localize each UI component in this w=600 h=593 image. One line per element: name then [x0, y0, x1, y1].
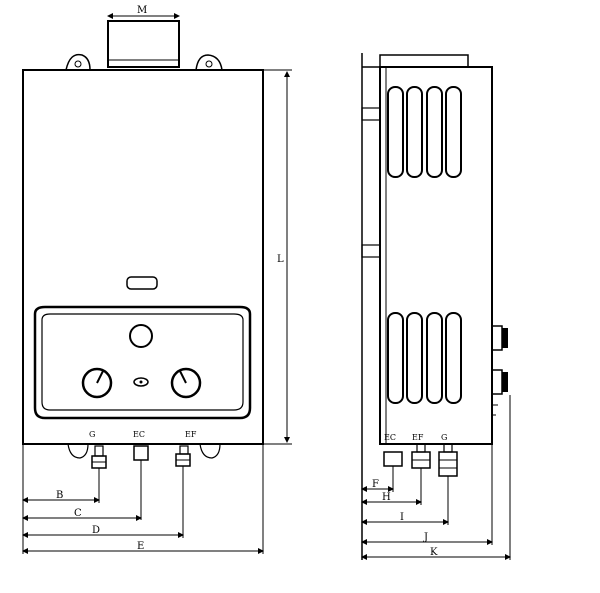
dim-label-f: F: [372, 479, 379, 490]
front-view: M G EC EF: [22, 5, 292, 554]
dim-label-k: K: [430, 547, 438, 558]
fitting-g: [91, 445, 107, 469]
dim-label-d: D: [92, 525, 100, 536]
side-fitting-g: [438, 443, 458, 477]
upper-louvers: [387, 86, 462, 178]
side-knob-lower: [491, 369, 508, 395]
dim-label-i: I: [400, 512, 404, 523]
top-flange: [379, 54, 469, 68]
gas-knob: [170, 367, 202, 399]
viewing-window: [126, 276, 158, 290]
side-view: EC EF G F H I J: [361, 53, 511, 560]
fitting-ef: [175, 445, 191, 467]
side-knob-upper: [491, 325, 508, 351]
dim-label-l: L: [277, 254, 284, 265]
flue-collar: [107, 20, 180, 68]
dim-label-b: B: [56, 490, 63, 501]
mounting-lug-right: [195, 54, 223, 71]
bottom-lug-left: [67, 443, 89, 459]
heater-body-side: [379, 66, 493, 445]
wall-bracket-bottom: [361, 244, 381, 258]
side-fitting-ef: [411, 443, 431, 469]
fitting-ec: [133, 445, 149, 461]
connection-label-g: G: [89, 430, 95, 439]
lower-louvers: [387, 312, 462, 404]
side-connection-label-g: G: [441, 433, 447, 442]
wall-bracket-top: [361, 107, 381, 121]
side-connection-label-ef: EF: [412, 433, 424, 442]
indicator-window: [129, 324, 153, 348]
dim-label-j: J: [423, 532, 428, 543]
connection-label-ef: EF: [185, 430, 197, 439]
control-panel: [33, 305, 252, 420]
bottom-lug-right: [199, 443, 221, 459]
dim-label-e: E: [137, 541, 144, 552]
connection-label-ec: EC: [133, 430, 145, 439]
ignition-button: [133, 377, 149, 387]
dim-label-c: C: [74, 508, 82, 519]
water-knob: [81, 367, 113, 399]
heater-body-front: [22, 69, 264, 445]
side-fitting-ec: [383, 451, 403, 467]
mounting-lug-left: [65, 53, 91, 71]
side-connection-label-ec: EC: [384, 433, 396, 442]
dim-label-h: H: [382, 492, 391, 503]
dim-label-m: M: [137, 5, 147, 16]
